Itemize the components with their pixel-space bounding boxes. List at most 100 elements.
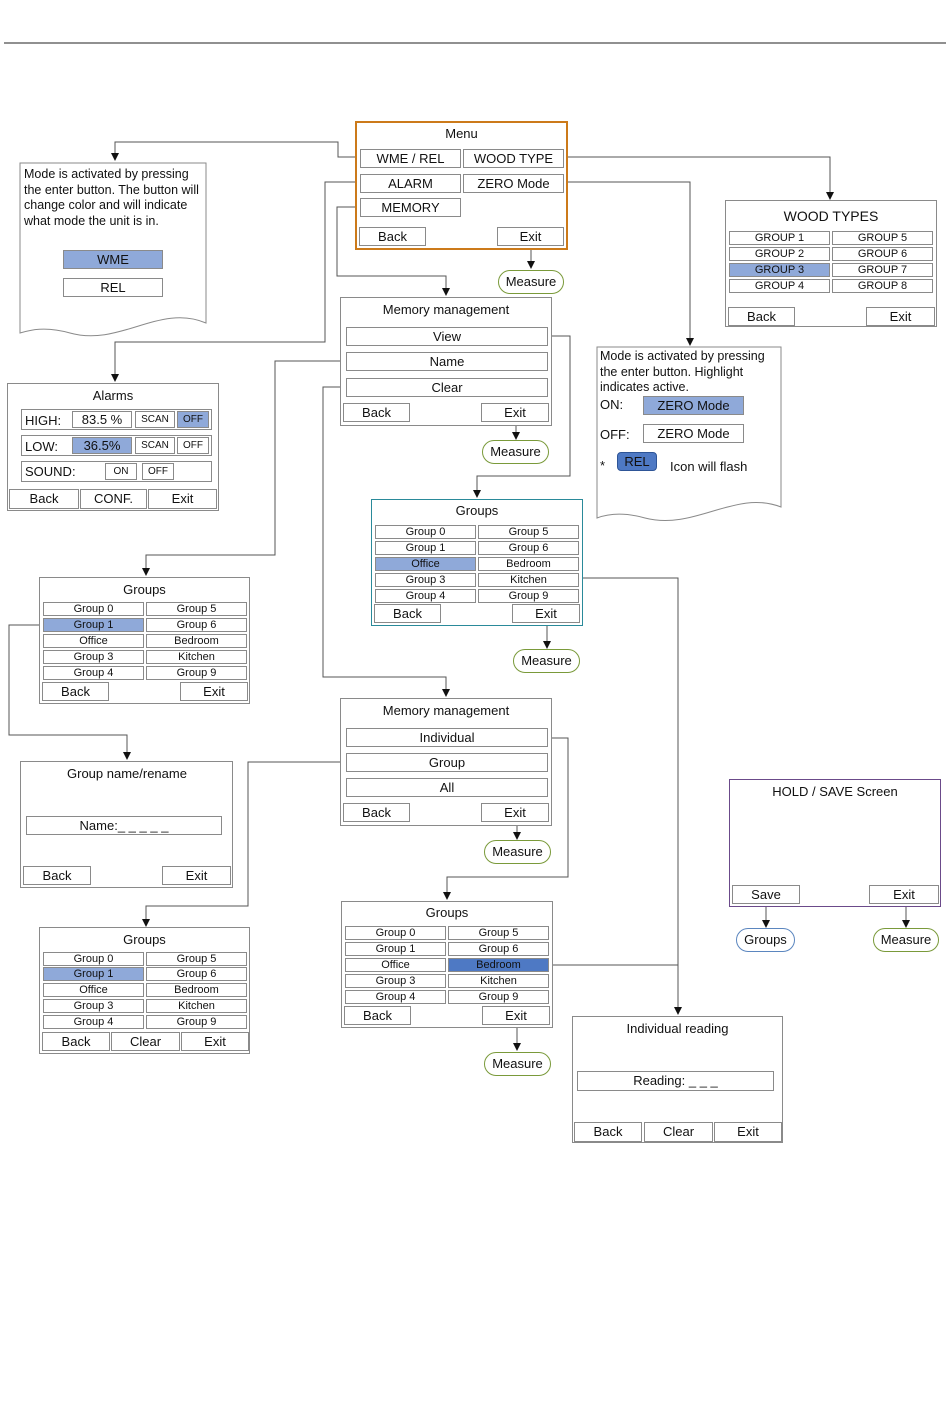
memory2-exit-button[interactable]: Exit xyxy=(481,803,549,822)
sound-off-button[interactable]: OFF xyxy=(142,463,174,480)
all-button[interactable]: All xyxy=(346,778,548,797)
wood-group-5[interactable]: GROUP 5 xyxy=(832,231,933,245)
sound-on-button[interactable]: ON xyxy=(105,463,137,480)
gi-group-9[interactable]: Group 9 xyxy=(448,990,549,1004)
gc-group-3[interactable]: Group 3 xyxy=(43,999,144,1013)
gc-bedroom[interactable]: Bedroom xyxy=(146,983,247,997)
gv-group-0[interactable]: Group 0 xyxy=(375,525,476,539)
gv-group-1[interactable]: Group 1 xyxy=(375,541,476,555)
gi-group-1[interactable]: Group 1 xyxy=(345,942,446,956)
gc-clear-button[interactable]: Clear xyxy=(111,1032,180,1051)
measure-pill-memory2[interactable]: Measure xyxy=(484,840,551,864)
memory2-back-button[interactable]: Back xyxy=(343,803,410,822)
measure-pill-memory1[interactable]: Measure xyxy=(482,440,549,464)
gc-office[interactable]: Office xyxy=(43,983,144,997)
name-field[interactable]: Name:_ _ _ _ _ xyxy=(26,816,222,835)
wood-back-button[interactable]: Back xyxy=(728,307,795,326)
high-value[interactable]: 83.5 % xyxy=(72,411,132,428)
alarms-conf-button[interactable]: CONF. xyxy=(80,489,147,509)
reading-exit-button[interactable]: Exit xyxy=(714,1122,782,1142)
gi-office[interactable]: Office xyxy=(345,958,446,972)
menu-back-button[interactable]: Back xyxy=(359,227,426,246)
gv-group-6[interactable]: Group 6 xyxy=(478,541,579,555)
gv-group-9[interactable]: Group 9 xyxy=(478,589,579,603)
low-scan-button[interactable]: SCAN xyxy=(135,437,175,454)
reading-back-button[interactable]: Back xyxy=(574,1122,642,1142)
name-button[interactable]: Name xyxy=(346,352,548,371)
gn-exit-button[interactable]: Exit xyxy=(180,682,248,701)
low-value[interactable]: 36.5% xyxy=(72,437,132,454)
gc-exit-button[interactable]: Exit xyxy=(181,1032,249,1051)
gc-group-9[interactable]: Group 9 xyxy=(146,1015,247,1029)
gn-office[interactable]: Office xyxy=(43,634,144,648)
gv-group-3[interactable]: Group 3 xyxy=(375,573,476,587)
high-off-button[interactable]: OFF xyxy=(177,411,209,428)
memory1-exit-button[interactable]: Exit xyxy=(481,403,549,422)
groups-pill[interactable]: Groups xyxy=(736,928,795,952)
gv-back-button[interactable]: Back xyxy=(374,604,441,623)
gi-back-button[interactable]: Back xyxy=(344,1006,411,1025)
alarm-button[interactable]: ALARM xyxy=(360,174,461,193)
gc-group-4[interactable]: Group 4 xyxy=(43,1015,144,1029)
gv-group-5[interactable]: Group 5 xyxy=(478,525,579,539)
wood-group-8[interactable]: GROUP 8 xyxy=(832,279,933,293)
gi-group-3[interactable]: Group 3 xyxy=(345,974,446,988)
gn-group-9[interactable]: Group 9 xyxy=(146,666,247,680)
high-scan-button[interactable]: SCAN xyxy=(135,411,175,428)
measure-pill-groups-indiv[interactable]: Measure xyxy=(484,1052,551,1076)
gn-group-1[interactable]: Group 1 xyxy=(43,618,144,632)
gc-group-5[interactable]: Group 5 xyxy=(146,952,247,966)
reading-clear-button[interactable]: Clear xyxy=(644,1122,713,1142)
wood-exit-button[interactable]: Exit xyxy=(866,307,935,326)
gi-bedroom[interactable]: Bedroom xyxy=(448,958,549,972)
memory1-back-button[interactable]: Back xyxy=(343,403,410,422)
clear-button[interactable]: Clear xyxy=(346,378,548,397)
gc-group-6[interactable]: Group 6 xyxy=(146,967,247,981)
wood-group-6[interactable]: GROUP 6 xyxy=(832,247,933,261)
gn-group-6[interactable]: Group 6 xyxy=(146,618,247,632)
measure-pill-menu[interactable]: Measure xyxy=(498,270,564,294)
wood-group-1[interactable]: GROUP 1 xyxy=(729,231,830,245)
gv-bedroom[interactable]: Bedroom xyxy=(478,557,579,571)
gn-bedroom[interactable]: Bedroom xyxy=(146,634,247,648)
gc-group-0[interactable]: Group 0 xyxy=(43,952,144,966)
gv-group-4[interactable]: Group 4 xyxy=(375,589,476,603)
view-button[interactable]: View xyxy=(346,327,548,346)
gn-group-3[interactable]: Group 3 xyxy=(43,650,144,664)
gv-kitchen[interactable]: Kitchen xyxy=(478,573,579,587)
group-button[interactable]: Group xyxy=(346,753,548,772)
measure-pill-hold[interactable]: Measure xyxy=(873,928,939,952)
alarms-exit-button[interactable]: Exit xyxy=(148,489,217,509)
gn-group-0[interactable]: Group 0 xyxy=(43,602,144,616)
menu-exit-button[interactable]: Exit xyxy=(497,227,564,246)
gi-exit-button[interactable]: Exit xyxy=(482,1006,550,1025)
wood-group-4[interactable]: GROUP 4 xyxy=(729,279,830,293)
wood-group-7[interactable]: GROUP 7 xyxy=(832,263,933,277)
memory-button[interactable]: MEMORY xyxy=(360,198,461,217)
rename-back-button[interactable]: Back xyxy=(23,866,91,885)
gi-group-4[interactable]: Group 4 xyxy=(345,990,446,1004)
gv-exit-button[interactable]: Exit xyxy=(512,604,580,623)
rename-exit-button[interactable]: Exit xyxy=(162,866,231,885)
wme-rel-button[interactable]: WME / REL xyxy=(360,149,461,168)
gn-back-button[interactable]: Back xyxy=(42,682,109,701)
gn-group-4[interactable]: Group 4 xyxy=(43,666,144,680)
gn-group-5[interactable]: Group 5 xyxy=(146,602,247,616)
gi-group-6[interactable]: Group 6 xyxy=(448,942,549,956)
low-off-button[interactable]: OFF xyxy=(177,437,209,454)
wood-type-button[interactable]: WOOD TYPE xyxy=(463,149,564,168)
wood-group-3[interactable]: GROUP 3 xyxy=(729,263,830,277)
hold-save-button[interactable]: Save xyxy=(732,885,800,904)
gc-group-1[interactable]: Group 1 xyxy=(43,967,144,981)
alarms-back-button[interactable]: Back xyxy=(9,489,79,509)
gn-kitchen[interactable]: Kitchen xyxy=(146,650,247,664)
hold-exit-button[interactable]: Exit xyxy=(869,885,939,904)
zero-mode-button[interactable]: ZERO Mode xyxy=(463,174,564,193)
gi-group-0[interactable]: Group 0 xyxy=(345,926,446,940)
measure-pill-groups-view[interactable]: Measure xyxy=(513,649,580,673)
gc-kitchen[interactable]: Kitchen xyxy=(146,999,247,1013)
gi-kitchen[interactable]: Kitchen xyxy=(448,974,549,988)
individual-button[interactable]: Individual xyxy=(346,728,548,747)
gi-group-5[interactable]: Group 5 xyxy=(448,926,549,940)
wood-group-2[interactable]: GROUP 2 xyxy=(729,247,830,261)
